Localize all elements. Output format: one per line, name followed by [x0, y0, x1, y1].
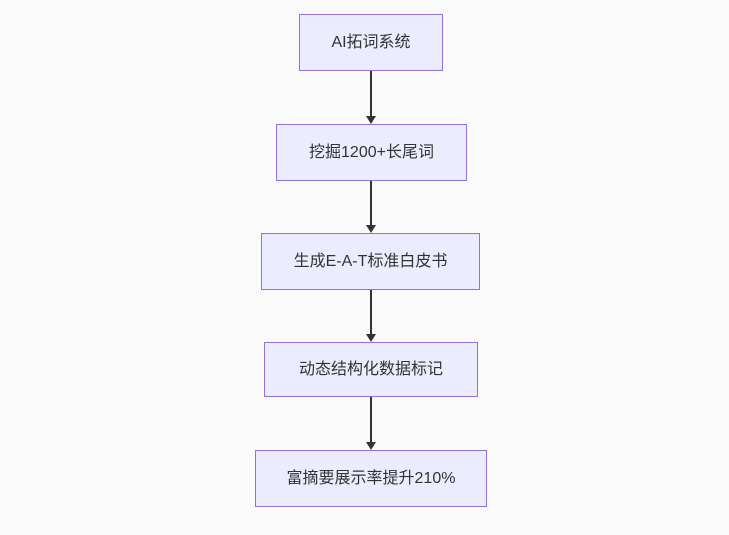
- arrowhead-down-icon: [366, 442, 376, 450]
- flow-edge: [366, 290, 376, 342]
- flow-node-structured-data-markup: 动态结构化数据标记: [264, 342, 478, 397]
- edge-line: [370, 181, 372, 225]
- node-label: 生成E-A-T标准白皮书: [293, 252, 448, 270]
- flow-node-longtail-mining: 挖掘1200+长尾词: [276, 124, 467, 181]
- edge-line: [370, 290, 372, 334]
- flow-edge: [366, 71, 376, 124]
- node-label: AI拓词系统: [331, 33, 411, 51]
- arrowhead-down-icon: [366, 225, 376, 233]
- arrowhead-down-icon: [366, 116, 376, 124]
- edge-line: [370, 397, 372, 442]
- node-label: 富摘要展示率提升210%: [286, 469, 456, 487]
- flow-node-ai-expansion-system: AI拓词系统: [299, 14, 443, 71]
- node-label: 挖掘1200+长尾词: [309, 143, 434, 161]
- edge-line: [370, 71, 372, 116]
- flow-edge: [366, 397, 376, 450]
- flow-edge: [366, 181, 376, 233]
- arrowhead-down-icon: [366, 334, 376, 342]
- flow-node-eat-whitepaper: 生成E-A-T标准白皮书: [261, 233, 480, 290]
- flow-node-rich-snippet-uplift: 富摘要展示率提升210%: [255, 450, 487, 507]
- node-label: 动态结构化数据标记: [298, 360, 443, 378]
